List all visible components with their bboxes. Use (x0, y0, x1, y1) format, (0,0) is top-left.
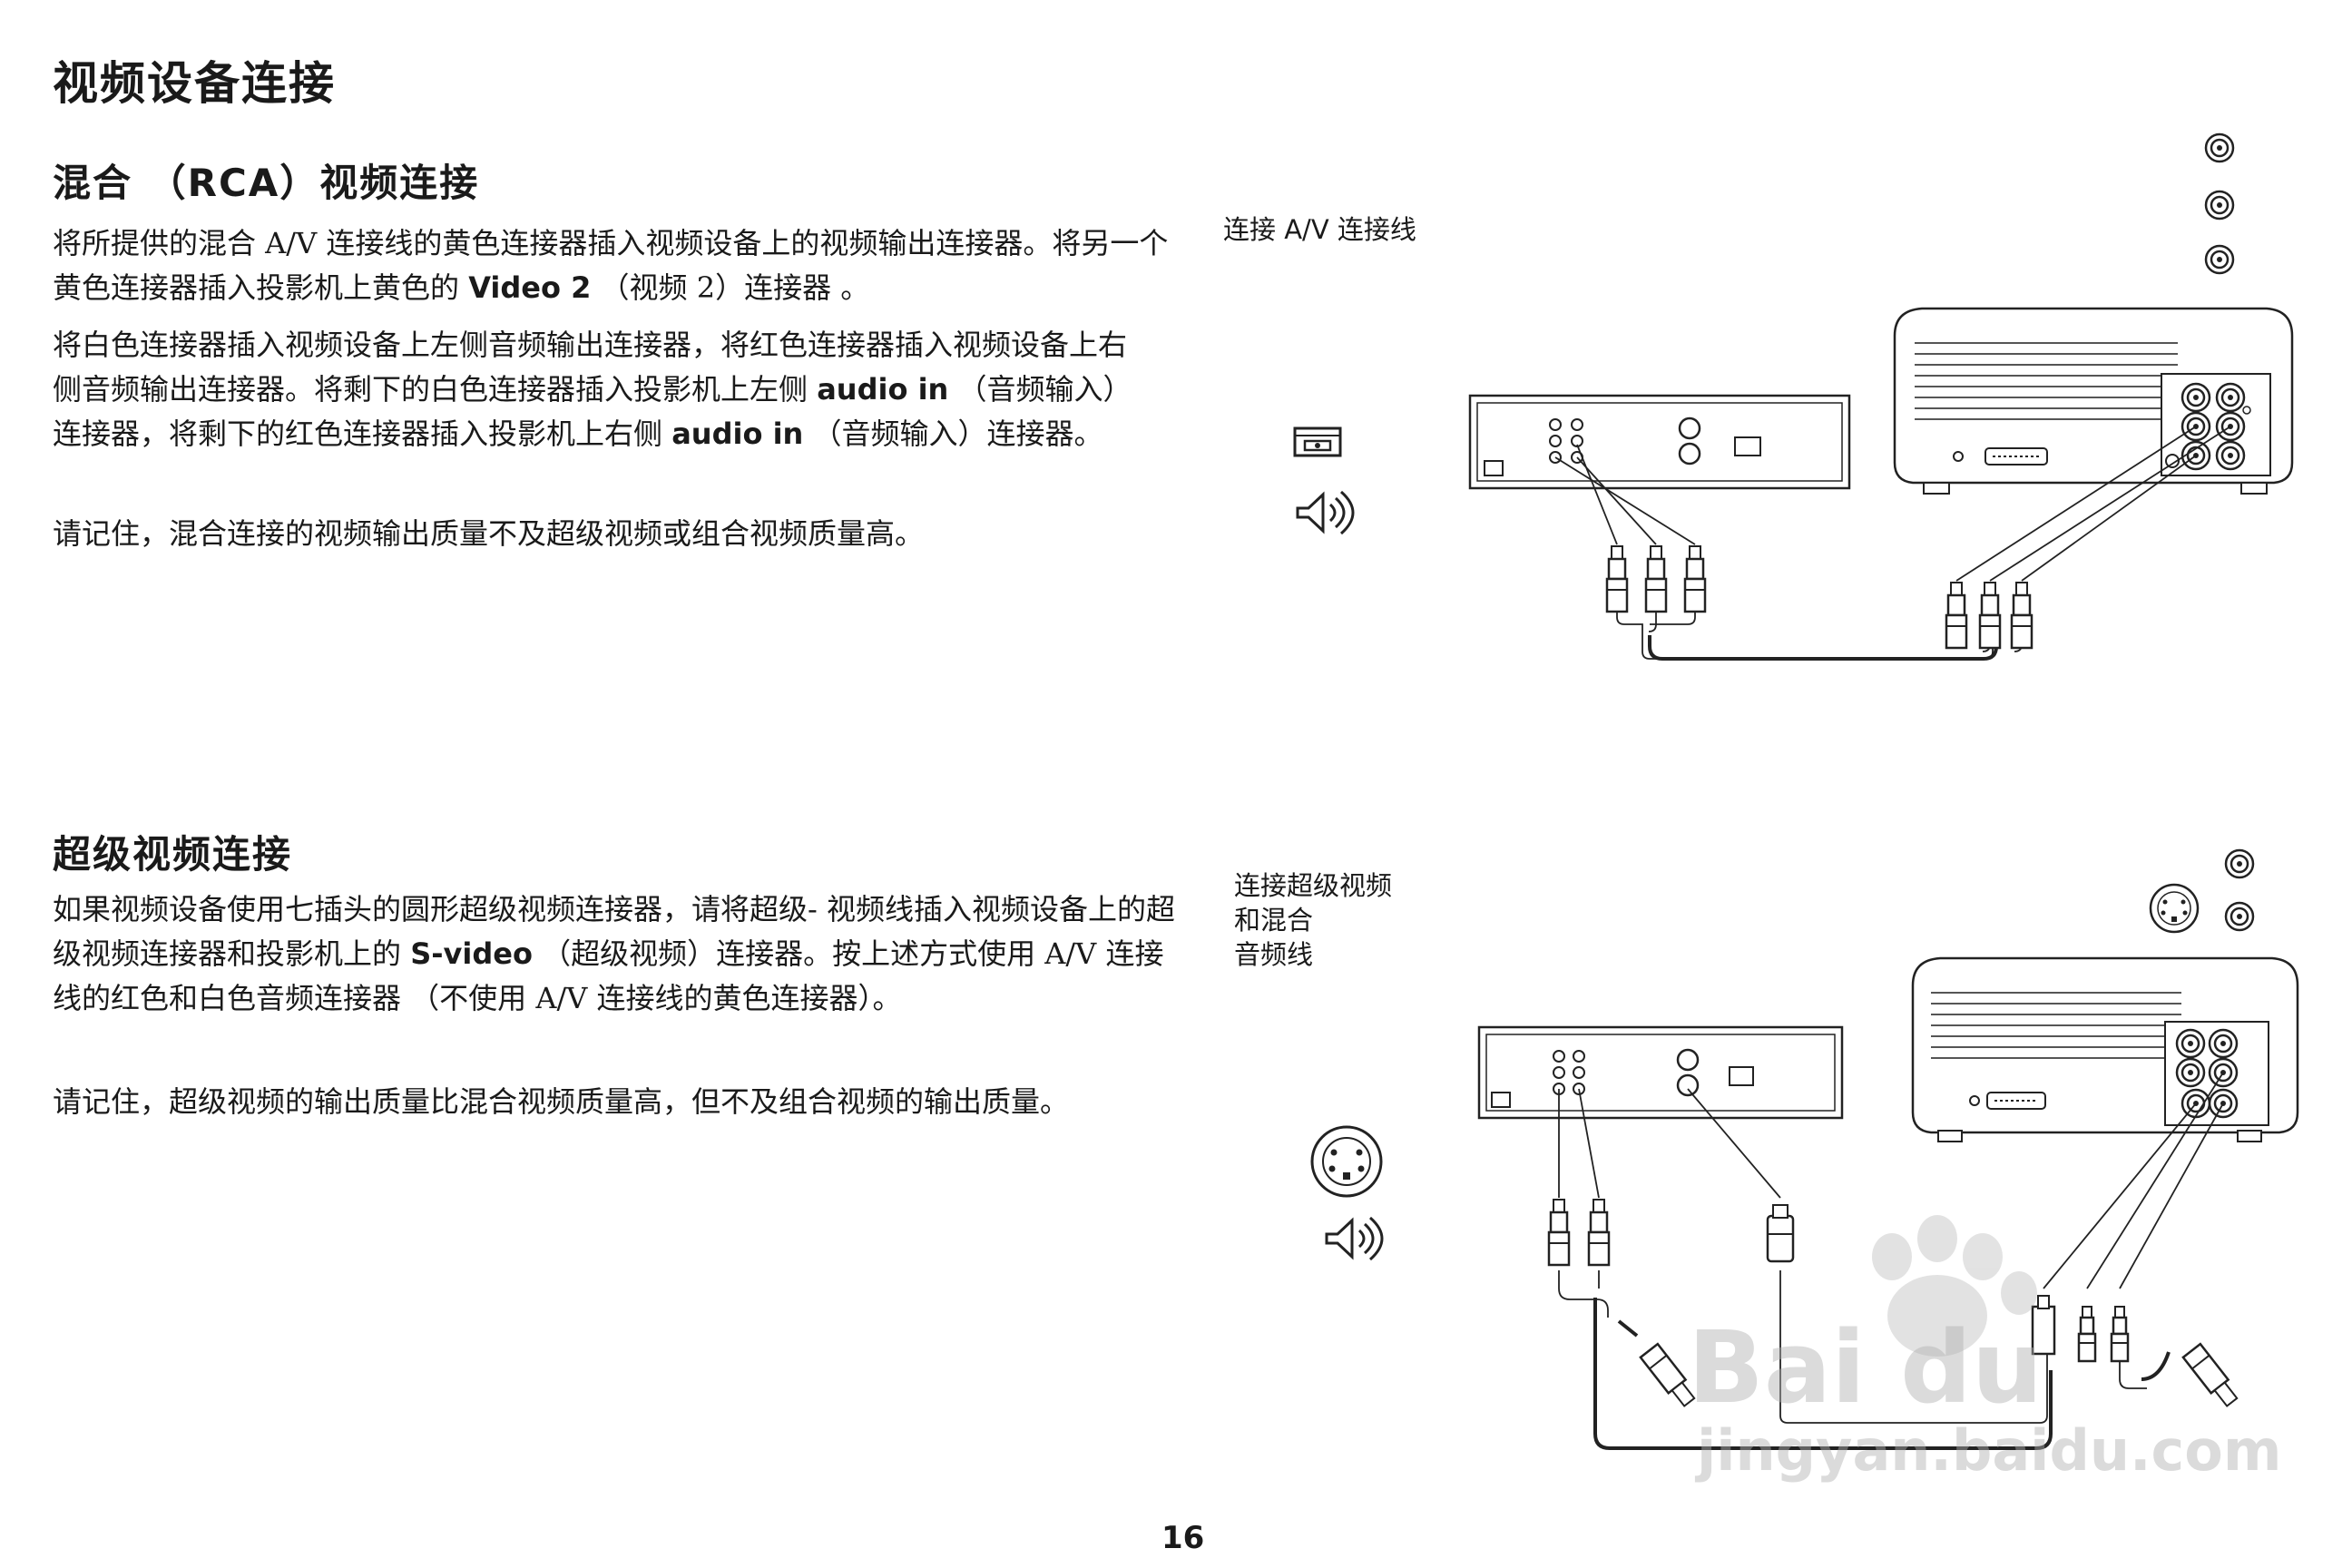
rca-jack-icon (2204, 132, 2235, 275)
speaker-icon (1296, 490, 1355, 535)
rca-p2-text-2: （音频输入）连接器，将剩下的红色连接器插入投影机上右侧 (53, 372, 1132, 451)
rca-paragraph-2: 将白色连接器插入视频设备上左侧音频输出连接器，将红色连接器插入视频设备上右侧音频… (53, 323, 1132, 456)
rca-paragraph-1: 将所提供的混合 A/V 连接线的黄色连接器插入视频设备上的视频输出连接器。将另一… (53, 221, 1169, 310)
projector (1911, 956, 2299, 1142)
rca-p2-bold-2: audio in (671, 416, 804, 451)
rca-jack-icon (2224, 848, 2255, 932)
rca-p2-bold-1: audio in (817, 372, 949, 407)
baidu-watermark (1872, 1215, 2037, 1357)
svideo-diagram-caption: 连接超级视频 和混合 音频线 (1234, 868, 1392, 972)
page-number: 16 (1161, 1520, 1205, 1556)
video-device (1477, 1025, 1844, 1120)
svideo-p1-text-1: 如果视频设备使用七插头的圆形超级视频连接器，请将超级- 视频线插入视频设备上的超… (53, 892, 1175, 971)
projector (1893, 307, 2294, 495)
rca-paragraph-3: 请记住，混合连接的视频输出质量不及超级视频或组合视频质量高。 (53, 516, 925, 551)
svideo-caption-line-1: 连接超级视频 (1234, 870, 1393, 901)
svideo-p1-bold-1: S-video (410, 936, 533, 971)
svideo-connector-icon (2149, 883, 2200, 934)
svideo-caption-line-3: 音频线 (1234, 939, 1314, 970)
rca-p2-text-3: （音频输入）连接器。 (803, 416, 1103, 451)
page-title: 视频设备连接 (53, 57, 336, 110)
svideo-paragraph-2: 请记住，超级视频的输出质量比混合视频质量高，但不及组合视频的输出质量。 (53, 1084, 1070, 1119)
svideo-caption-line-2: 和混合 (1234, 905, 1314, 936)
paw-icon (1872, 1215, 2037, 1357)
rca-plugs (1605, 544, 2034, 650)
watermark-url: jingyan.baidu.com (1694, 1417, 2281, 1484)
audio-plugs (1547, 1198, 2239, 1407)
rca-diagram-caption: 连接 A/V 连接线 (1223, 214, 1416, 245)
rca-p1-bold-1: Video 2 (468, 270, 592, 305)
rca-p2-text-1: 将白色连接器插入视频设备上左侧音频输出连接器，将红色连接器插入视频设备上右侧音频… (53, 328, 1128, 407)
svideo-section-heading: 超级视频连接 (53, 832, 293, 877)
svideo-paragraph-1: 如果视频设备使用七插头的圆形超级视频连接器，请将超级- 视频线插入视频设备上的超… (53, 887, 1178, 1021)
svideo-connector-icon (1310, 1125, 1383, 1198)
video-connector-icon (1293, 426, 1342, 457)
rca-p1-text-1: 将所提供的混合 A/V 连接线的黄色连接器插入视频设备上的视频输出连接器。将另一… (53, 226, 1169, 305)
rca-section-heading: 混合 （RCA）视频连接 (53, 161, 480, 205)
watermark-brand: Bai du (1688, 1309, 2043, 1426)
rca-p1-text-2: （视频 2）连接器 。 (591, 270, 870, 305)
svideo-p1-text-2: （超级视频）连接器。按上述方式使用 A/V 连接线的红色和白色音频连接器 （不使… (53, 936, 1164, 1015)
video-device (1468, 394, 1851, 490)
speaker-icon (1325, 1216, 1384, 1261)
